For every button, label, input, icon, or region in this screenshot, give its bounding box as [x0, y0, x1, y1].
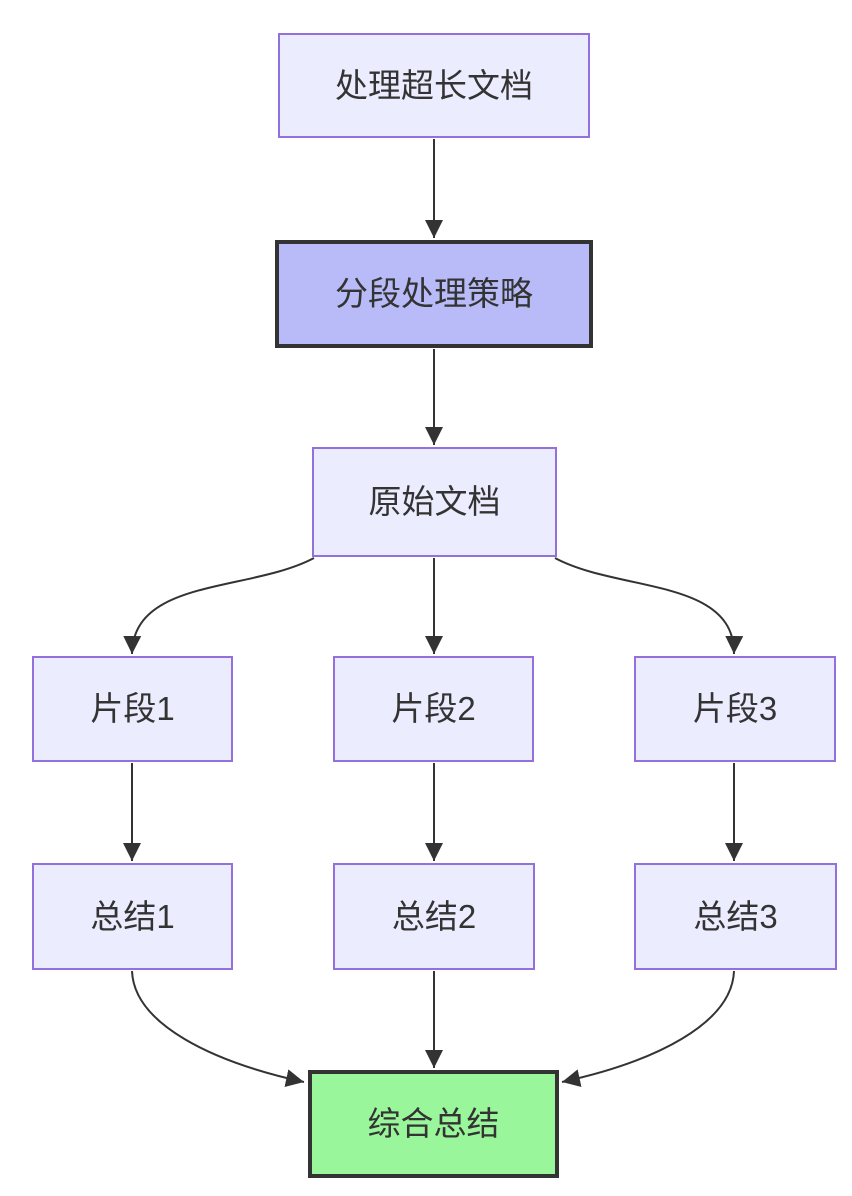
edge-original-to-fragment-1: [123, 557, 315, 655]
node-process-long-document: 处理超长文档: [278, 33, 590, 138]
node-fragment-3: 片段3: [634, 656, 836, 762]
node-label: 原始文档: [368, 483, 501, 521]
node-label: 总结1: [90, 897, 175, 935]
edge-original-to-fragment-3: [554, 557, 744, 655]
node-fragment-1: 片段1: [32, 656, 233, 762]
node-label: 片段2: [391, 690, 476, 728]
edge-summary-1-to-final: [131, 970, 305, 1087]
node-summary-3: 总结3: [634, 863, 837, 970]
node-original-document: 原始文档: [312, 447, 557, 557]
node-label: 处理超长文档: [335, 66, 533, 104]
node-fragment-2: 片段2: [333, 656, 534, 762]
node-summary-1: 总结1: [32, 863, 233, 970]
node-segmentation-strategy: 分段处理策略: [275, 240, 593, 348]
node-label: 总结3: [693, 897, 778, 935]
node-label: 分段处理策略: [335, 275, 533, 313]
node-label: 综合总结: [367, 1105, 500, 1143]
node-label: 片段3: [692, 690, 778, 728]
edge-summary-3-to-final: [561, 970, 735, 1087]
node-label: 片段1: [90, 690, 175, 728]
node-label: 总结2: [391, 897, 477, 935]
node-summary-2: 总结2: [333, 863, 535, 970]
node-final-summary: 综合总结: [308, 1070, 559, 1178]
